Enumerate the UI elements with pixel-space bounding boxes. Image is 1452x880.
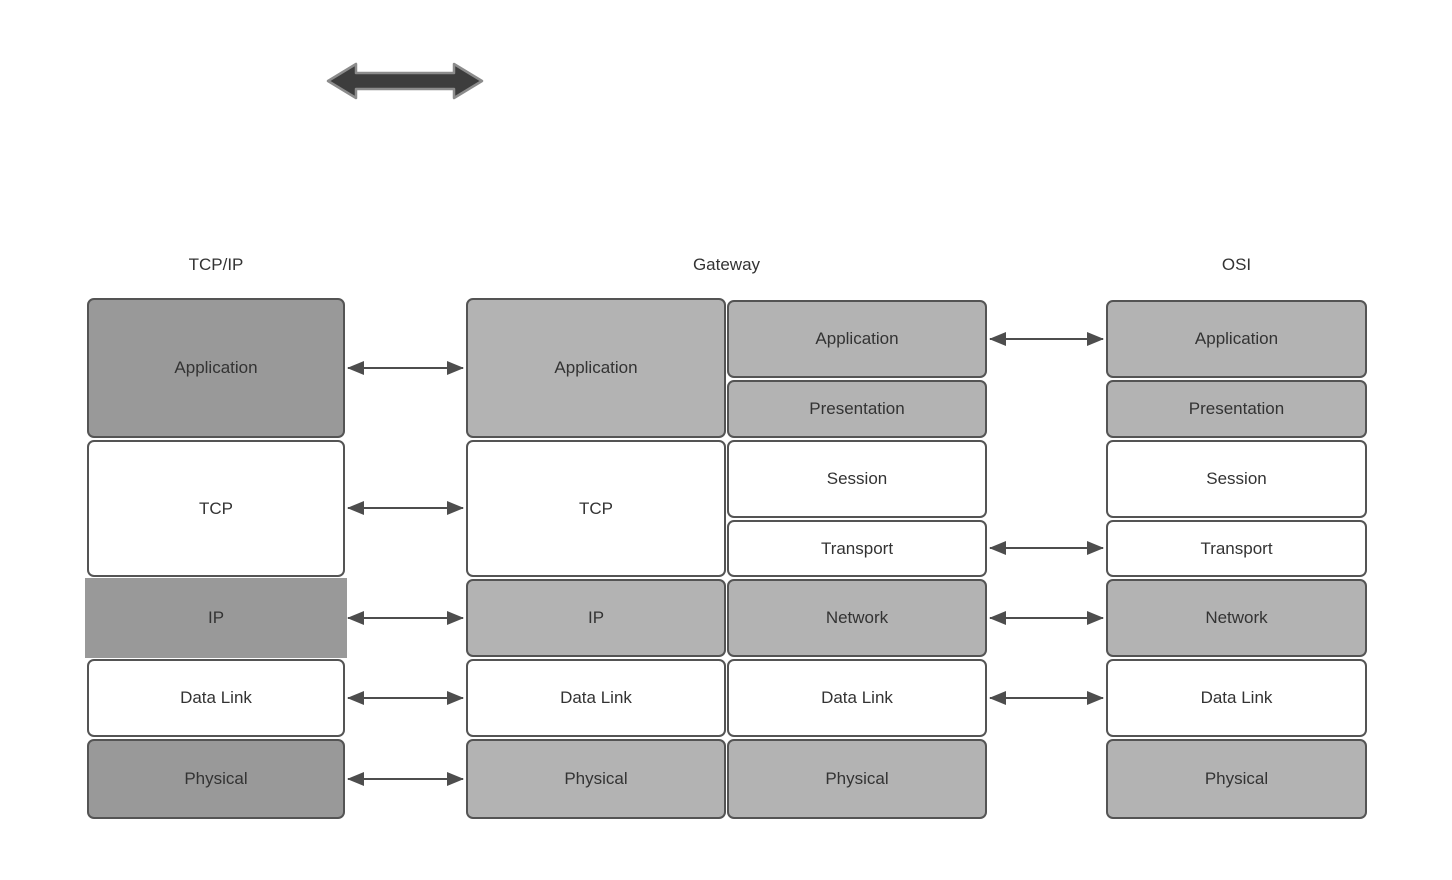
gateway-right-session-box: Session <box>727 440 987 518</box>
osi-column-header: OSI <box>1221 255 1252 274</box>
osi-datalink-label: Data Link <box>1200 688 1273 707</box>
osi-application-box: Application <box>1106 300 1367 378</box>
connector-tcpip-gateway-physical <box>347 772 464 786</box>
osi-network-label: Network <box>1205 608 1268 627</box>
gateway-left-tcp-label: TCP <box>579 498 613 518</box>
gateway-left-datalink-box: Data Link <box>466 659 726 737</box>
connector-tcpip-gateway-ip <box>347 611 464 625</box>
gateway-right-physical-box: Physical <box>727 739 987 819</box>
connector-gateway-osi-datalink <box>989 691 1104 705</box>
gateway-right-network-box: Network <box>727 579 987 657</box>
osi-transport-label: Transport <box>1200 538 1273 558</box>
tcpip-application-box: Application <box>87 298 345 438</box>
gateway-right-session-label: Session <box>826 469 888 488</box>
gateway-left-ip-label: IP <box>587 608 605 627</box>
connector-gateway-osi-application <box>989 332 1104 346</box>
tcpip-datalink-box: Data Link <box>87 659 345 737</box>
gateway-left-tcp-box: TCP <box>466 440 726 577</box>
tcpip-column-header: TCP/IP <box>188 255 244 274</box>
gateway-right-network-label: Network <box>825 608 889 627</box>
gateway-left-application-label: Application <box>554 358 638 377</box>
gateway-right-datalink-label: Data Link <box>821 688 893 707</box>
osi-datalink-box: Data Link <box>1106 659 1367 737</box>
tcpip-tcp-box: TCP <box>87 440 345 577</box>
gateway-right-application-label: Application <box>815 329 899 348</box>
gateway-left-datalink-label: Data Link <box>560 688 632 707</box>
osi-presentation-label: Presentation <box>1188 399 1285 418</box>
tcpip-ip-label: IP <box>207 608 225 627</box>
gateway-right-application-box: Application <box>727 300 987 378</box>
osi-session-box: Session <box>1106 440 1367 518</box>
osi-physical-box: Physical <box>1106 739 1367 819</box>
gateway-right-physical-label: Physical <box>825 769 889 788</box>
tcpip-datalink-label: Data Link <box>180 688 252 707</box>
gateway-right-presentation-box: Presentation <box>727 380 987 438</box>
gateway-left-application-box: Application <box>466 298 726 438</box>
gateway-right-presentation-label: Presentation <box>809 399 905 418</box>
connector-gateway-osi-network <box>989 611 1104 625</box>
gateway-right-datalink-box: Data Link <box>727 659 987 737</box>
osi-session-label: Session <box>1206 469 1267 488</box>
tcpip-application-label: Application <box>174 358 258 377</box>
tcpip-ip-box: IP <box>85 578 347 658</box>
connector-tcpip-gateway-tcp <box>347 501 464 515</box>
gateway-left-physical-box: Physical <box>466 739 726 819</box>
gateway-left-ip-box: IP <box>466 579 726 657</box>
connector-gateway-osi-transport <box>989 541 1104 555</box>
double-arrow-shape <box>326 62 484 100</box>
osi-transport-box: Transport <box>1106 520 1367 577</box>
osi-network-box: Network <box>1106 579 1367 657</box>
osi-application-label: Application <box>1194 329 1279 348</box>
tcpip-tcp-label: TCP <box>199 498 233 518</box>
osi-presentation-box: Presentation <box>1106 380 1367 438</box>
connector-tcpip-gateway-application <box>347 361 464 375</box>
gateway-right-transport-label: Transport <box>820 538 894 558</box>
tcpip-physical-label: Physical <box>184 769 248 788</box>
gateway-left-physical-label: Physical <box>564 769 628 788</box>
gateway-column-header: Gateway <box>692 255 761 274</box>
connector-tcpip-gateway-datalink <box>347 691 464 705</box>
tcpip-physical-box: Physical <box>87 739 345 819</box>
osi-physical-label: Physical <box>1204 769 1269 788</box>
gateway-right-transport-box: Transport <box>727 520 987 577</box>
